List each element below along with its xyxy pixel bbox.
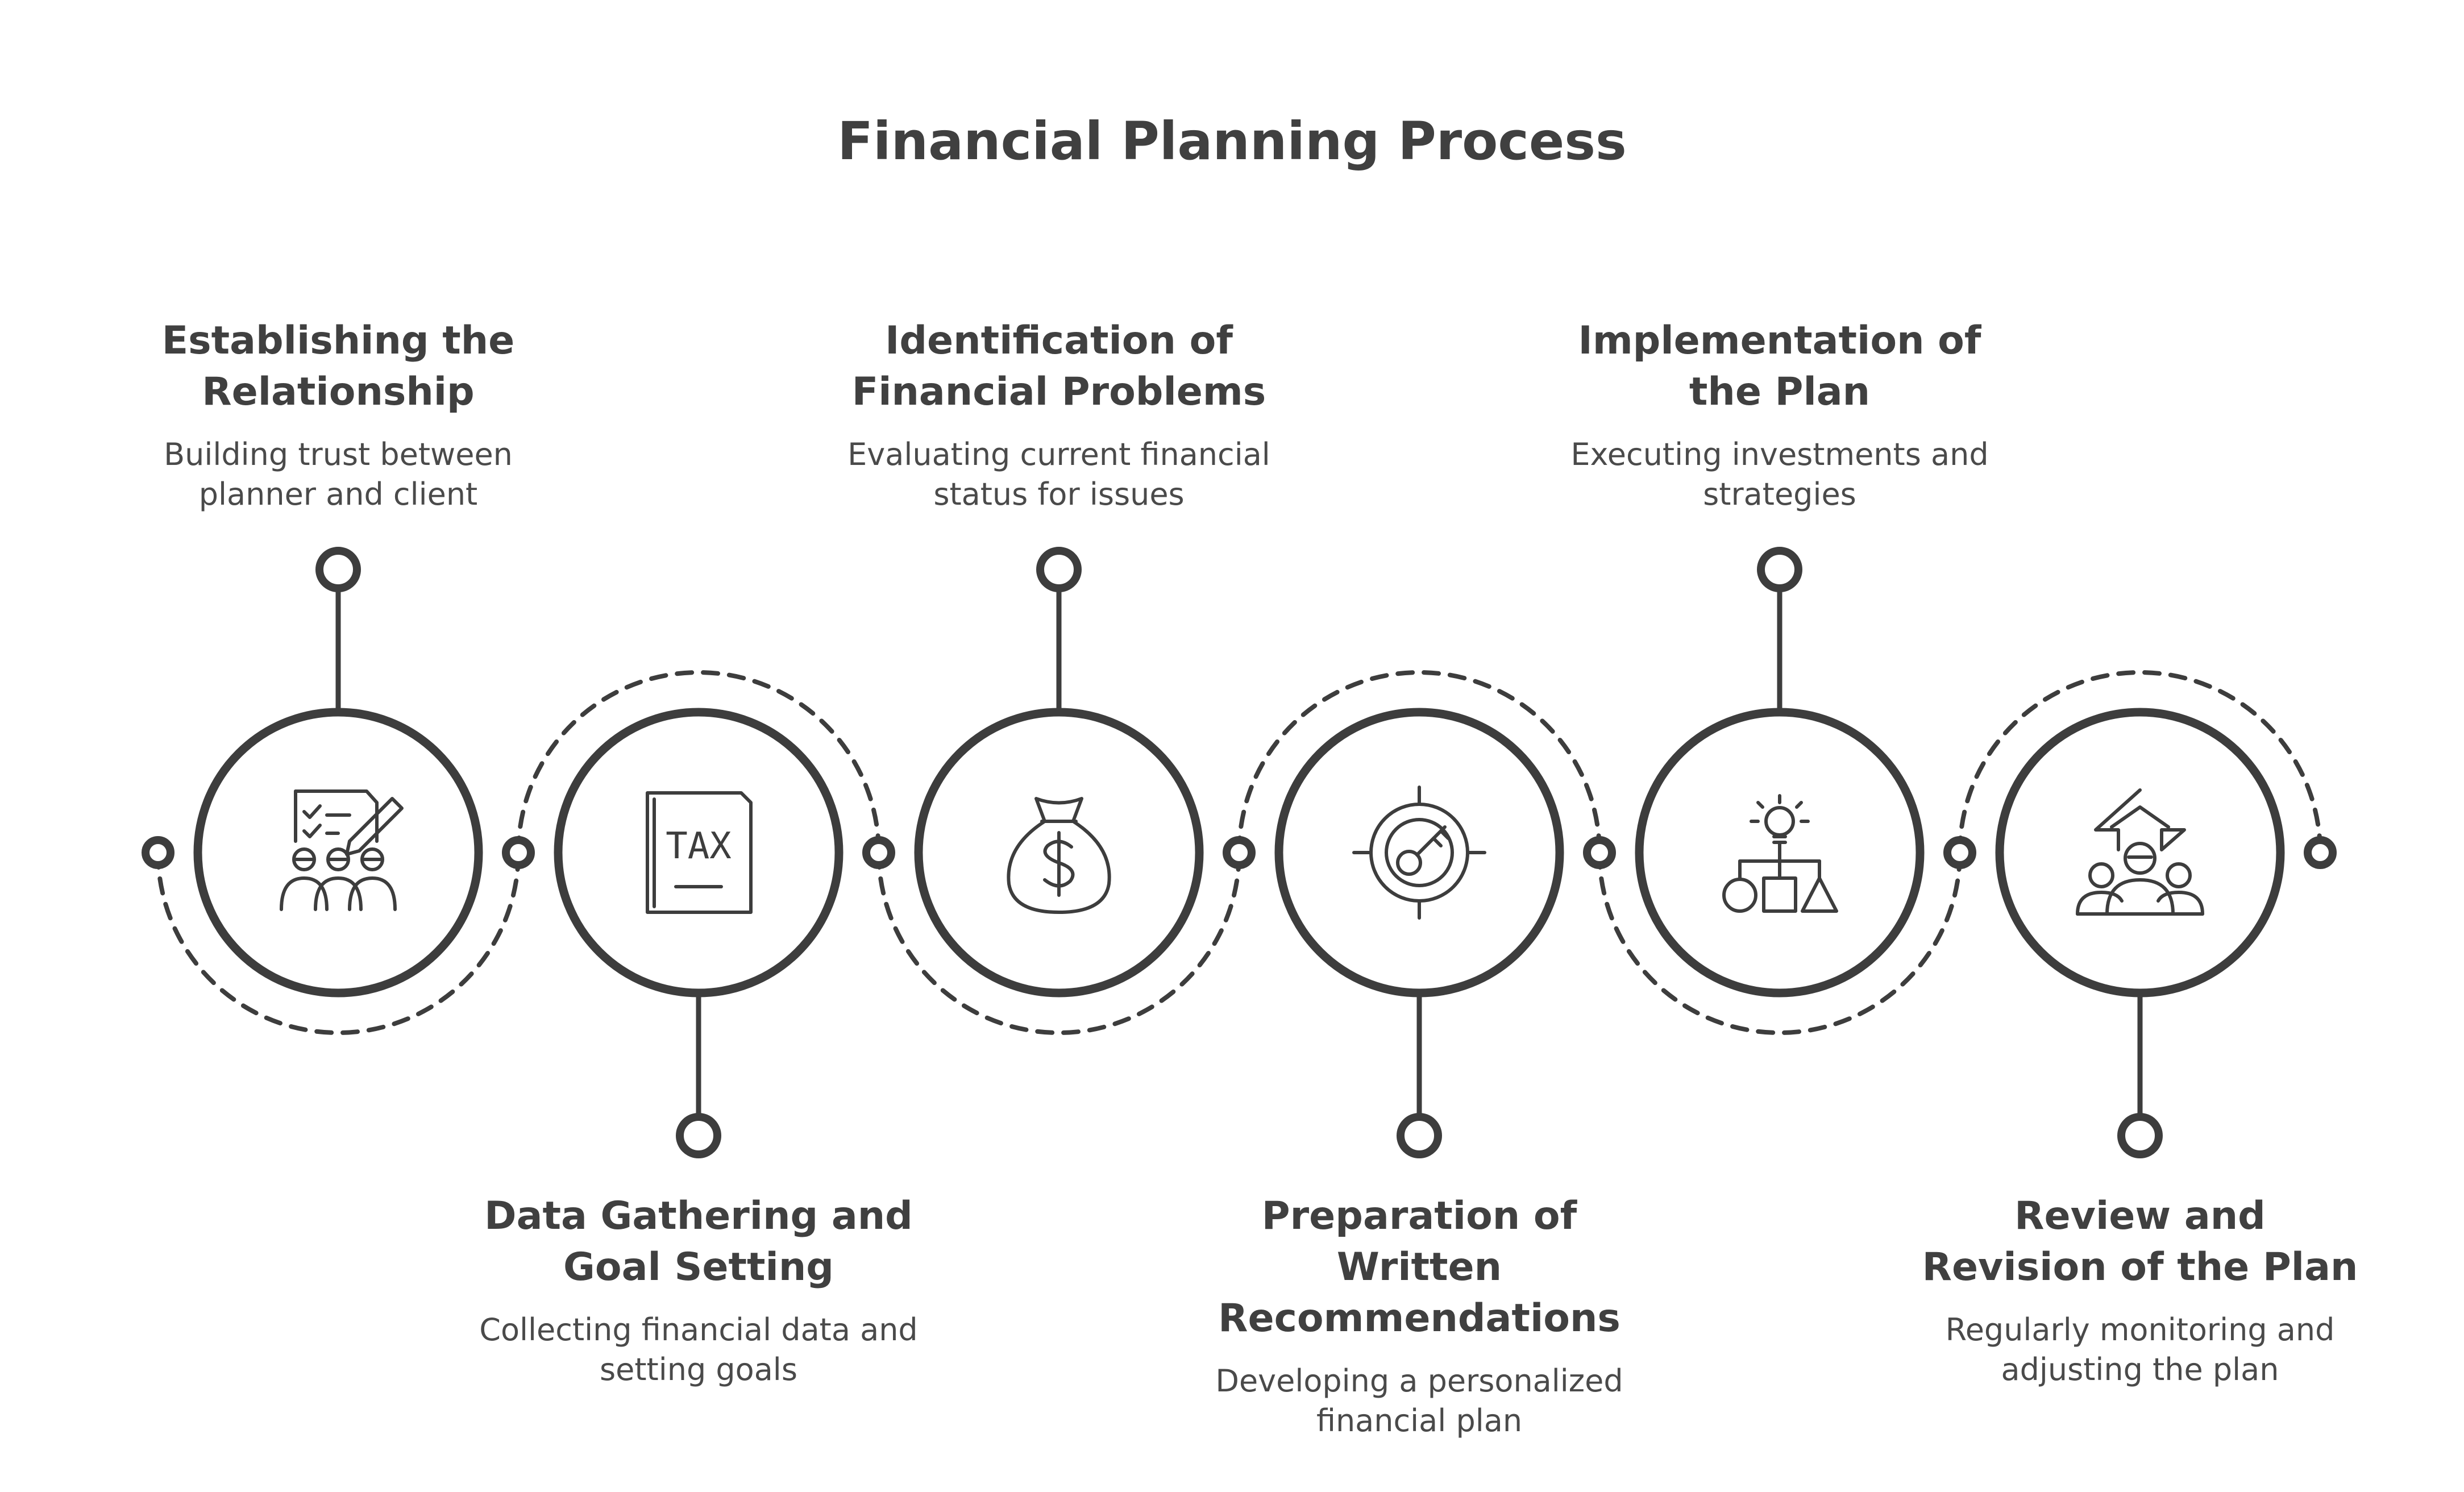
connector-arc-4 xyxy=(1237,670,1602,855)
connector-node xyxy=(1583,836,1616,869)
connector-node xyxy=(1943,836,1976,869)
step-2-title: Data Gathering and Goal Setting xyxy=(484,1194,913,1290)
connector-arc-6 xyxy=(1958,670,2322,855)
step-2-text: Data Gathering and Goal Setting Collecti… xyxy=(414,1191,983,1390)
step-3-title: Identification of Financial Problems xyxy=(851,318,1266,414)
connector-node xyxy=(862,836,895,869)
dashed-connectors xyxy=(156,670,2322,1035)
step-4-description: Developing a personalized financial plan xyxy=(1215,1363,1623,1439)
step-5-title: Implementation of the Plan xyxy=(1578,318,1981,414)
step-circle-2 xyxy=(554,708,844,998)
step-circle-1 xyxy=(193,708,483,998)
step-6-title: Review and Revision of the Plan xyxy=(1922,1194,2358,1290)
step-2-description: Collecting financial data and setting go… xyxy=(479,1312,918,1387)
tax-document-icon: TAX xyxy=(646,791,753,914)
step-3-text: Identification of Financial Problems Eva… xyxy=(775,315,1343,514)
tax-label: TAX xyxy=(666,825,732,867)
step-6-description: Regularly monitoring and adjusting the p… xyxy=(1945,1312,2335,1387)
step-6-text: Review and Revision of the Plan Regularl… xyxy=(1856,1191,2424,1390)
stem-pin xyxy=(1757,547,1802,592)
connector-nodes xyxy=(142,836,2337,869)
step-1-title: Establishing the Relationship xyxy=(161,318,515,414)
stem-pins xyxy=(315,547,2163,1158)
step-5-text: Implementation of the Plan Executing inv… xyxy=(1495,315,2064,514)
step-3-description: Evaluating current financial status for … xyxy=(847,437,1270,512)
stem-pin xyxy=(1397,1113,1442,1158)
connector-arc-2 xyxy=(516,670,881,855)
connector-node xyxy=(142,836,174,869)
checklist-people-icon xyxy=(280,789,404,911)
stem-pin xyxy=(676,1113,721,1158)
target-key-icon xyxy=(1352,786,1486,920)
diagram-title: Financial Planning Process xyxy=(837,111,1627,172)
step-5-description: Executing investments and strategies xyxy=(1570,437,1989,512)
stem-pin xyxy=(1036,547,1082,592)
step-1-text: Establishing the Relationship Building t… xyxy=(54,315,622,514)
strategy-flow-icon xyxy=(1722,794,1838,913)
money-bag-icon xyxy=(1007,797,1111,914)
stem-pin xyxy=(315,547,361,592)
team-growth-icon xyxy=(2076,788,2204,916)
connector-node xyxy=(2304,836,2337,869)
connector-node xyxy=(1223,836,1256,869)
connector-arc-5 xyxy=(1597,850,1962,1035)
stem-pin xyxy=(2117,1113,2163,1158)
step-1-description: Building trust between planner and clien… xyxy=(164,437,513,512)
step-4-title: Preparation of Written Recommendations xyxy=(1218,1194,1620,1341)
stems xyxy=(335,581,2143,1124)
connector-node xyxy=(502,836,535,869)
step-circle-6 xyxy=(1995,708,2285,998)
connector-arc-3 xyxy=(876,850,1241,1035)
connector-arc-1 xyxy=(156,850,521,1035)
step-4-text: Preparation of Written Recommendations D… xyxy=(1135,1191,1703,1441)
